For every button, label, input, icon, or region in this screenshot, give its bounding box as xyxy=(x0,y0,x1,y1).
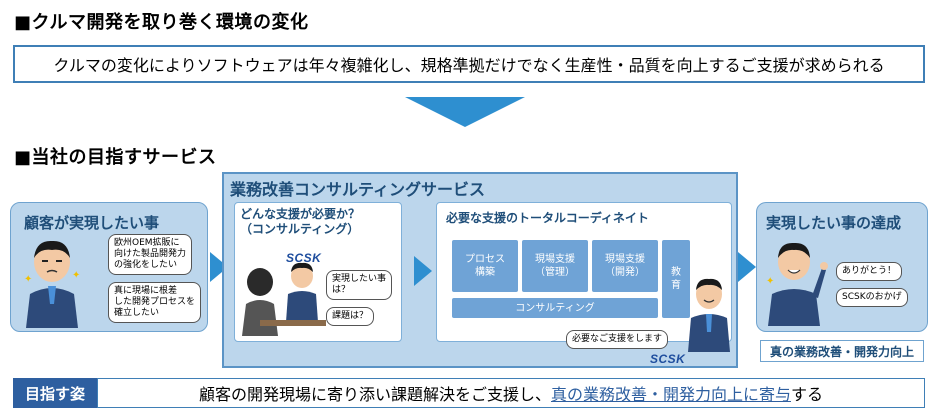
scsk-staff-icon xyxy=(688,278,730,352)
consulting-service-title: 業務改善コンサルティングサービス xyxy=(230,180,486,199)
goal-text-emphasis: 真の業務改善・開発力向上に寄与 xyxy=(550,385,791,404)
scsk-logo: SCSK xyxy=(650,352,686,366)
svg-text:✦: ✦ xyxy=(24,274,32,285)
section-title-service: ■当社の目指すサービス xyxy=(14,147,217,168)
chip-process: プロセス 構築 xyxy=(452,240,518,292)
goal-label: 目指す姿 xyxy=(13,378,97,408)
consult-bubble-goal: 実現したい事 は？ xyxy=(326,270,393,300)
achievement-footer: 真の業務改善・開発力向上 xyxy=(760,340,924,362)
chip-consulting: コンサルティング xyxy=(452,298,658,318)
chip-field-management: 現場支援 （管理） xyxy=(522,240,588,292)
customer-needs-title: 顧客が実現したい事 xyxy=(24,214,160,232)
scsk-logo: SCSK xyxy=(286,251,322,265)
customer-bubble-oem: 欧州OEM拡販に 向けた製品開発力 の強化をしたい xyxy=(108,234,193,275)
banner-text: クルマの変化によりソフトウェアは年々複雑化し、規格準拠だけでなく生産性・品質を向… xyxy=(53,56,885,75)
customer-bubble-process: 真に現場に根差 した開発プロセスを 確立したい xyxy=(108,282,202,323)
svg-text:✦: ✦ xyxy=(766,276,774,287)
consult-bubble-issue: 課題は？ xyxy=(326,307,375,326)
down-arrow-icon xyxy=(405,97,525,127)
chip-education: 教 育 xyxy=(662,240,690,318)
thanks-bubble: ありがとう！ xyxy=(836,262,903,281)
happy-customer-icon: ✦ xyxy=(766,242,828,326)
achievement-title: 実現したい事の達成 xyxy=(766,214,902,232)
goal-text-after: する xyxy=(791,385,824,404)
support-bubble: 必要なご支援をします xyxy=(566,330,669,349)
meeting-people-icon xyxy=(242,262,326,336)
customer-person-icon: ✦✦ xyxy=(24,240,80,328)
section-title-environment: ■クルマ開発を取り巻く環境の変化 xyxy=(14,12,309,33)
arrow-right-icon xyxy=(738,252,756,282)
thanks-scsk-bubble: SCSKのおかげ xyxy=(836,288,908,307)
consulting-needs-title: どんな支援が必要か？ （コンサルティング） xyxy=(240,207,361,236)
goal-bar: 顧客の開発現場に寄り添い課題解決をご支援し、真の業務改善・開発力向上に寄与する xyxy=(97,378,925,408)
goal-text-before: 顧客の開発現場に寄り添い課題解決をご支援し、 xyxy=(198,385,551,404)
arrow-right-icon xyxy=(210,252,228,282)
total-coordination-title: 必要な支援のトータルコーディネイト xyxy=(446,211,649,225)
environment-banner: クルマの変化によりソフトウェアは年々複雑化し、規格準拠だけでなく生産性・品質を向… xyxy=(13,45,925,83)
arrow-right-icon xyxy=(414,256,432,286)
chip-field-development: 現場支援 （開発） xyxy=(592,240,658,292)
svg-text:✦: ✦ xyxy=(72,270,80,281)
